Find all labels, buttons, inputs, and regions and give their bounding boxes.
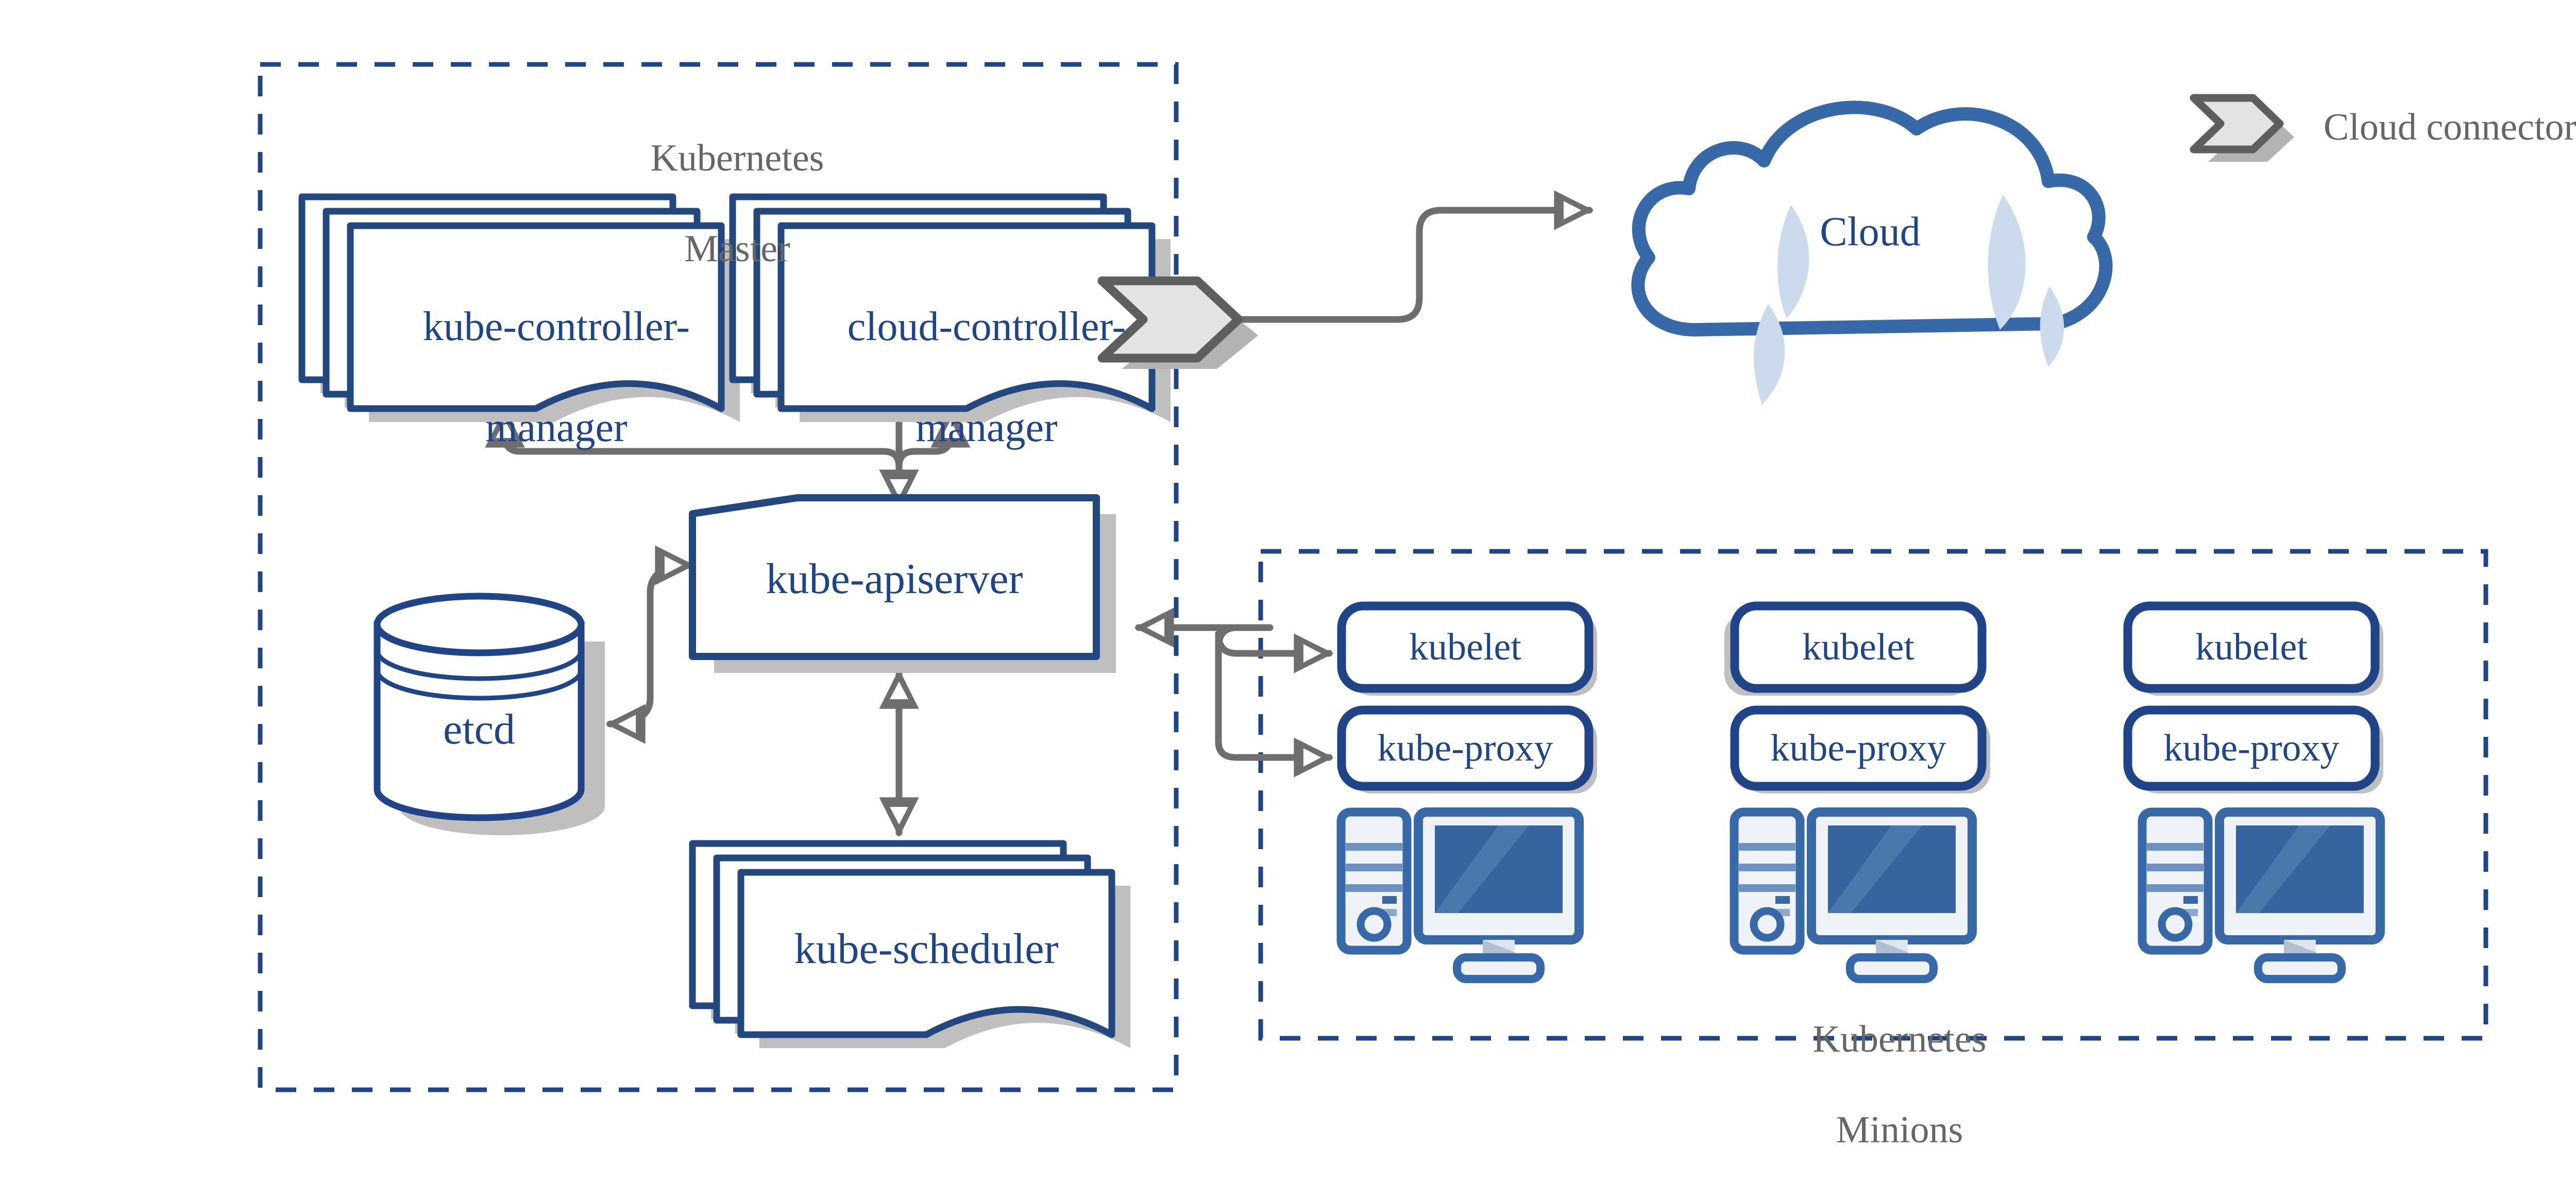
node-kube-scheduler[interactable] bbox=[689, 840, 1130, 1048]
group-box-minions bbox=[1258, 549, 2488, 1041]
computer-icon-2 bbox=[1730, 807, 1977, 983]
computer-icon-1 bbox=[1336, 807, 1584, 983]
kubelet-box-2[interactable] bbox=[1730, 601, 1987, 693]
node-kube-controller-manager[interactable] bbox=[298, 193, 740, 422]
group-box-master bbox=[258, 62, 1179, 1092]
kubelet-box-3[interactable] bbox=[2123, 601, 2380, 693]
node-cloud-controller-manager[interactable] bbox=[729, 193, 1171, 422]
node-etcd[interactable] bbox=[374, 593, 605, 835]
kube-proxy-box-3[interactable] bbox=[2123, 705, 2380, 791]
minion-node-2 bbox=[1724, 601, 1990, 983]
kubelet-box-1[interactable] bbox=[1337, 601, 1594, 693]
edge-ccm-to-cloud bbox=[1210, 190, 1594, 323]
node-cloud[interactable] bbox=[1631, 100, 2113, 405]
edge-apiserver-etcd bbox=[605, 545, 695, 744]
edge-apiserver-to-ccm bbox=[895, 408, 971, 511]
legend-cloud-connector-icon bbox=[2190, 94, 2294, 162]
kube-proxy-box-2[interactable] bbox=[1730, 705, 1987, 791]
node-kube-apiserver[interactable] bbox=[689, 494, 1116, 673]
diagram-canvas: Kubernetes Master Kubernetes Minions Clo… bbox=[258, 62, 2576, 1151]
cloud-connector-chevron-icon bbox=[1097, 276, 1258, 369]
edge-apiserver-to-kcm bbox=[485, 408, 903, 511]
computer-icon-3 bbox=[2138, 807, 2385, 983]
minion-node-3 bbox=[2123, 601, 2385, 983]
kube-proxy-box-1[interactable] bbox=[1337, 705, 1594, 791]
edge-apiserver-to-kubeproxy bbox=[1215, 635, 1334, 778]
edge-group bbox=[485, 190, 1594, 837]
diagram-graphics bbox=[258, 62, 2488, 1092]
edge-apiserver-to-kubelet bbox=[1215, 624, 1334, 673]
minion-node-1 bbox=[1336, 601, 1597, 983]
